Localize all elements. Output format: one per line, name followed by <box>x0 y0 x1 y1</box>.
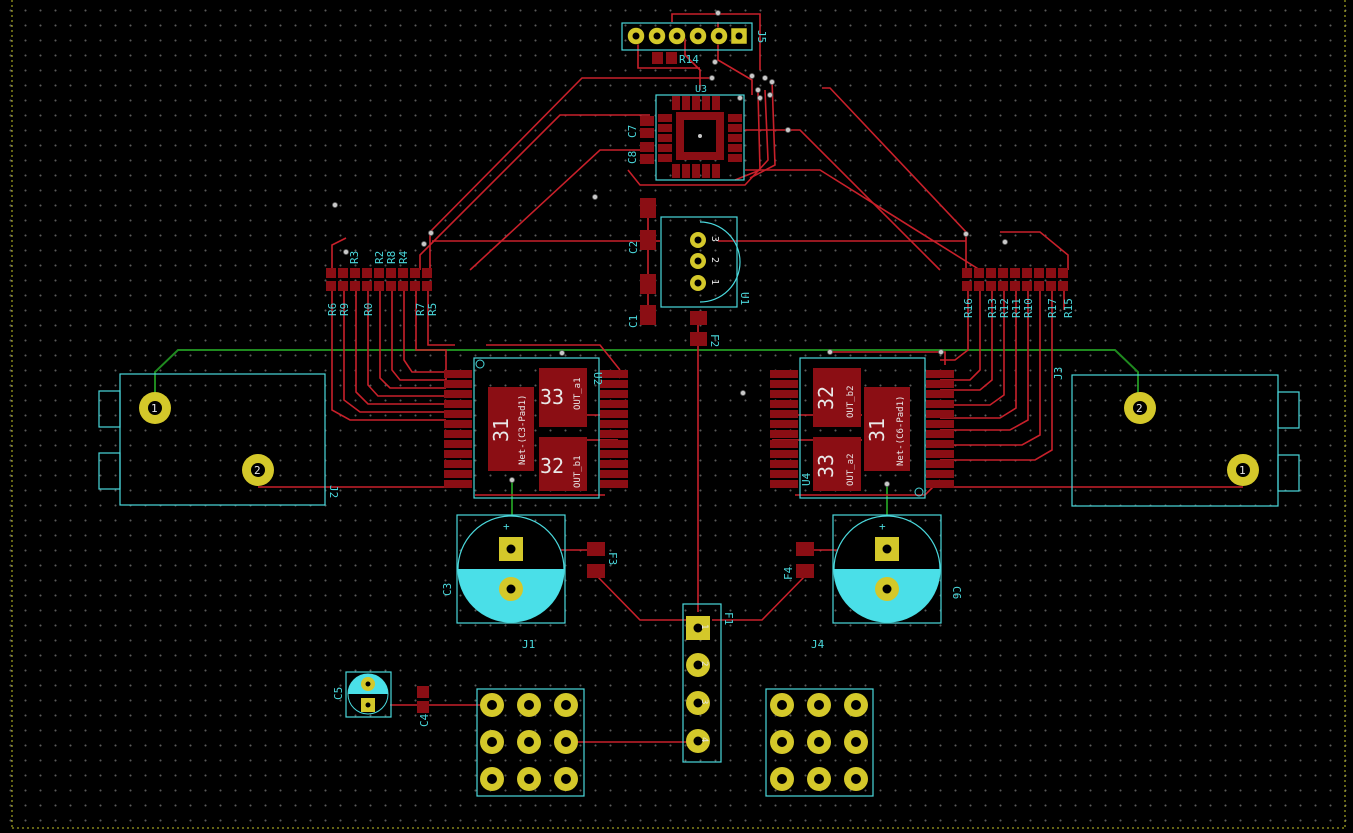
u4-pad33-net: OUT_a2 <box>846 453 856 486</box>
ref-j3: J3 <box>1052 367 1065 380</box>
ref-j1: J1 <box>522 638 535 651</box>
j2-pin-1: 1 <box>151 402 158 415</box>
ref-j2: J2 <box>327 485 340 498</box>
ref-c8: C8 <box>626 151 639 164</box>
capacitor-c6[interactable]: + C6 <box>832 514 963 624</box>
j3-pin-2: 2 <box>1136 402 1143 415</box>
ref-r15: R15 <box>1062 298 1075 318</box>
fuse-f3[interactable]: F3 <box>587 542 619 578</box>
ref-u4: U4 <box>800 472 813 486</box>
ic-u3[interactable]: U3 <box>655 84 745 181</box>
resistor-bank-left-labels: R3 R2 R8 R4 R6 R9 R0 R7 R5 <box>326 250 439 316</box>
ref-r9: R9 <box>338 303 351 316</box>
j3-pin-1: 1 <box>1239 464 1246 477</box>
ref-r0: R0 <box>362 303 375 316</box>
f1-pin-2: 2 <box>699 661 709 666</box>
ref-f4: F4 <box>782 566 795 580</box>
u2-pad32-number: 32 <box>540 454 564 478</box>
ref-f2: F2 <box>708 334 721 347</box>
u4-pad32-number: 32 <box>814 386 838 410</box>
capacitor-c3[interactable]: + C3 <box>441 514 566 624</box>
j2-pin-2: 2 <box>254 464 261 477</box>
ref-f3: F3 <box>606 552 619 565</box>
connector-j3[interactable]: 2 1 J3 <box>1052 367 1300 507</box>
ref-r13: R13 <box>986 298 999 318</box>
ref-c3: C3 <box>441 583 454 596</box>
ref-u1: U1 <box>738 292 751 305</box>
ref-j4: J4 <box>811 638 825 651</box>
capacitor-c2[interactable]: C2 <box>627 198 656 254</box>
ref-r8: R8 <box>385 251 398 264</box>
fuse-f2[interactable]: F2 <box>690 311 721 347</box>
fuse-holder-f1[interactable]: 1 2 3 4 F1 <box>682 603 735 763</box>
connector-j5[interactable]: J5 <box>621 22 768 51</box>
c6-plus-icon: + <box>879 520 886 533</box>
u1-pin-3: 3 <box>709 236 720 242</box>
capacitor-c7[interactable]: C7 <box>626 116 654 138</box>
connector-j2[interactable]: 1 2 J2 <box>98 373 340 506</box>
ref-c4: C4 <box>418 713 431 727</box>
connector-j4[interactable] <box>765 688 874 797</box>
ref-c7: C7 <box>626 125 639 138</box>
ref-r3: R3 <box>348 251 361 264</box>
c3-plus-icon: + <box>503 520 510 533</box>
front-copper-traces <box>258 13 1243 743</box>
capacitor-c1[interactable]: C1 <box>627 274 656 328</box>
u4-pad32-net: OUT_b2 <box>846 385 856 418</box>
ref-j5: J5 <box>755 30 768 43</box>
board-edge <box>11 0 1346 829</box>
resistor-r14[interactable]: R14 <box>652 52 699 66</box>
resistor-bank-right-labels: R16 R13 R12 R11 R10 R17 R15 <box>962 298 1075 318</box>
u4-pad31-net: Net-(C6-Pad1) <box>896 396 906 466</box>
u1-pin-2: 2 <box>709 257 720 263</box>
ref-c1: C1 <box>627 315 640 328</box>
ref-r7: R7 <box>414 303 427 316</box>
capacitor-c4[interactable]: C4 <box>417 686 431 727</box>
resistor-bank-left[interactable] <box>326 268 432 291</box>
driver-u4[interactable]: 32 OUT_b2 31 Net-(C6-Pad1) 33 OUT_a2 U4 <box>770 357 954 499</box>
u1-pin-1: 1 <box>709 279 720 285</box>
vias <box>332 10 1008 487</box>
ref-c6: C6 <box>950 586 963 599</box>
u2-pad31-number: 31 <box>489 418 513 442</box>
ref-r12: R12 <box>998 298 1011 318</box>
ref-r14: R14 <box>679 53 699 66</box>
f1-pin-1: 1 <box>699 624 709 629</box>
ref-r6: R6 <box>326 303 339 316</box>
ref-u2: U2 <box>591 372 604 385</box>
regulator-u1[interactable]: 3 2 1 U1 <box>660 216 751 308</box>
ref-r17: R17 <box>1046 298 1059 318</box>
u2-pad33-net: OUT_a1 <box>573 377 583 410</box>
ref-c2: C2 <box>627 241 640 254</box>
capacitor-c5[interactable]: C5 <box>332 671 392 718</box>
u2-pad31-net: Net-(C3-Pad1) <box>518 395 528 465</box>
ref-r4: R4 <box>397 250 410 264</box>
ref-r16: R16 <box>962 298 975 318</box>
ref-u3: U3 <box>695 84 707 95</box>
u2-pad32-net: OUT_b1 <box>573 455 583 488</box>
ref-r5: R5 <box>426 303 439 316</box>
ref-f1: F1 <box>722 612 735 625</box>
capacitor-c8[interactable]: C8 <box>626 142 654 164</box>
ref-r2: R2 <box>373 251 386 264</box>
f1-pin-4: 4 <box>699 737 709 742</box>
u2-pad33-number: 33 <box>540 385 564 409</box>
resistor-bank-right[interactable] <box>962 268 1068 291</box>
u4-pad33-number: 33 <box>814 454 838 478</box>
u4-pad31-number: 31 <box>865 418 889 442</box>
connector-j1[interactable] <box>476 688 585 797</box>
ref-c5: C5 <box>332 687 345 700</box>
ref-r10: R10 <box>1022 298 1035 318</box>
back-copper-traces <box>154 349 1139 550</box>
f1-pin-3: 3 <box>699 699 709 704</box>
fuse-f4[interactable]: F4 <box>782 542 814 580</box>
ref-r11: R11 <box>1010 298 1023 318</box>
driver-u2[interactable]: 31 Net-(C3-Pad1) 33 OUT_a1 32 OUT_b1 U2 <box>444 357 628 499</box>
